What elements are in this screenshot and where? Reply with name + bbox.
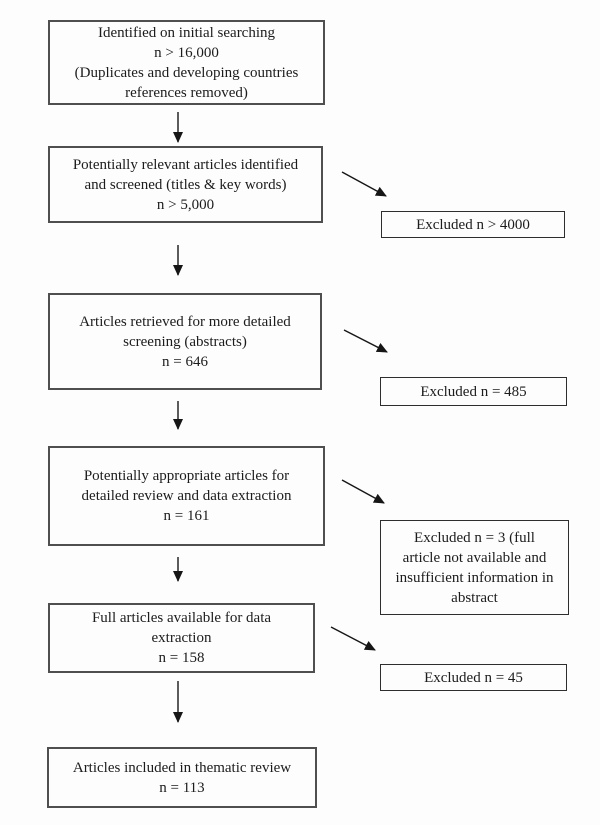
- flow-box-full-articles: Full articles available for data extract…: [48, 603, 315, 673]
- arrow-excluded-4: [330, 626, 376, 651]
- arrow-excluded-3: [341, 479, 385, 504]
- arrow-excluded-2: [343, 329, 388, 353]
- excluded-box-titles: Excluded n > 4000: [381, 211, 565, 238]
- excluded-box-detail: Excluded n = 3 (full article not availab…: [380, 520, 569, 615]
- excluded-box-full: Excluded n = 45: [380, 664, 567, 691]
- flow-box-screened: Potentially relevant articles identified…: [48, 146, 323, 223]
- flow-box-appropriate: Potentially appropriate articles for det…: [48, 446, 325, 546]
- arrow-excluded-1: [341, 171, 387, 197]
- flow-box-retrieved: Articles retrieved for more detailed scr…: [48, 293, 322, 390]
- flow-box-included: Articles included in thematic review n =…: [47, 747, 317, 808]
- excluded-box-abstracts: Excluded n = 485: [380, 377, 567, 406]
- flow-box-identified: Identified on initial searching n > 16,0…: [48, 20, 325, 105]
